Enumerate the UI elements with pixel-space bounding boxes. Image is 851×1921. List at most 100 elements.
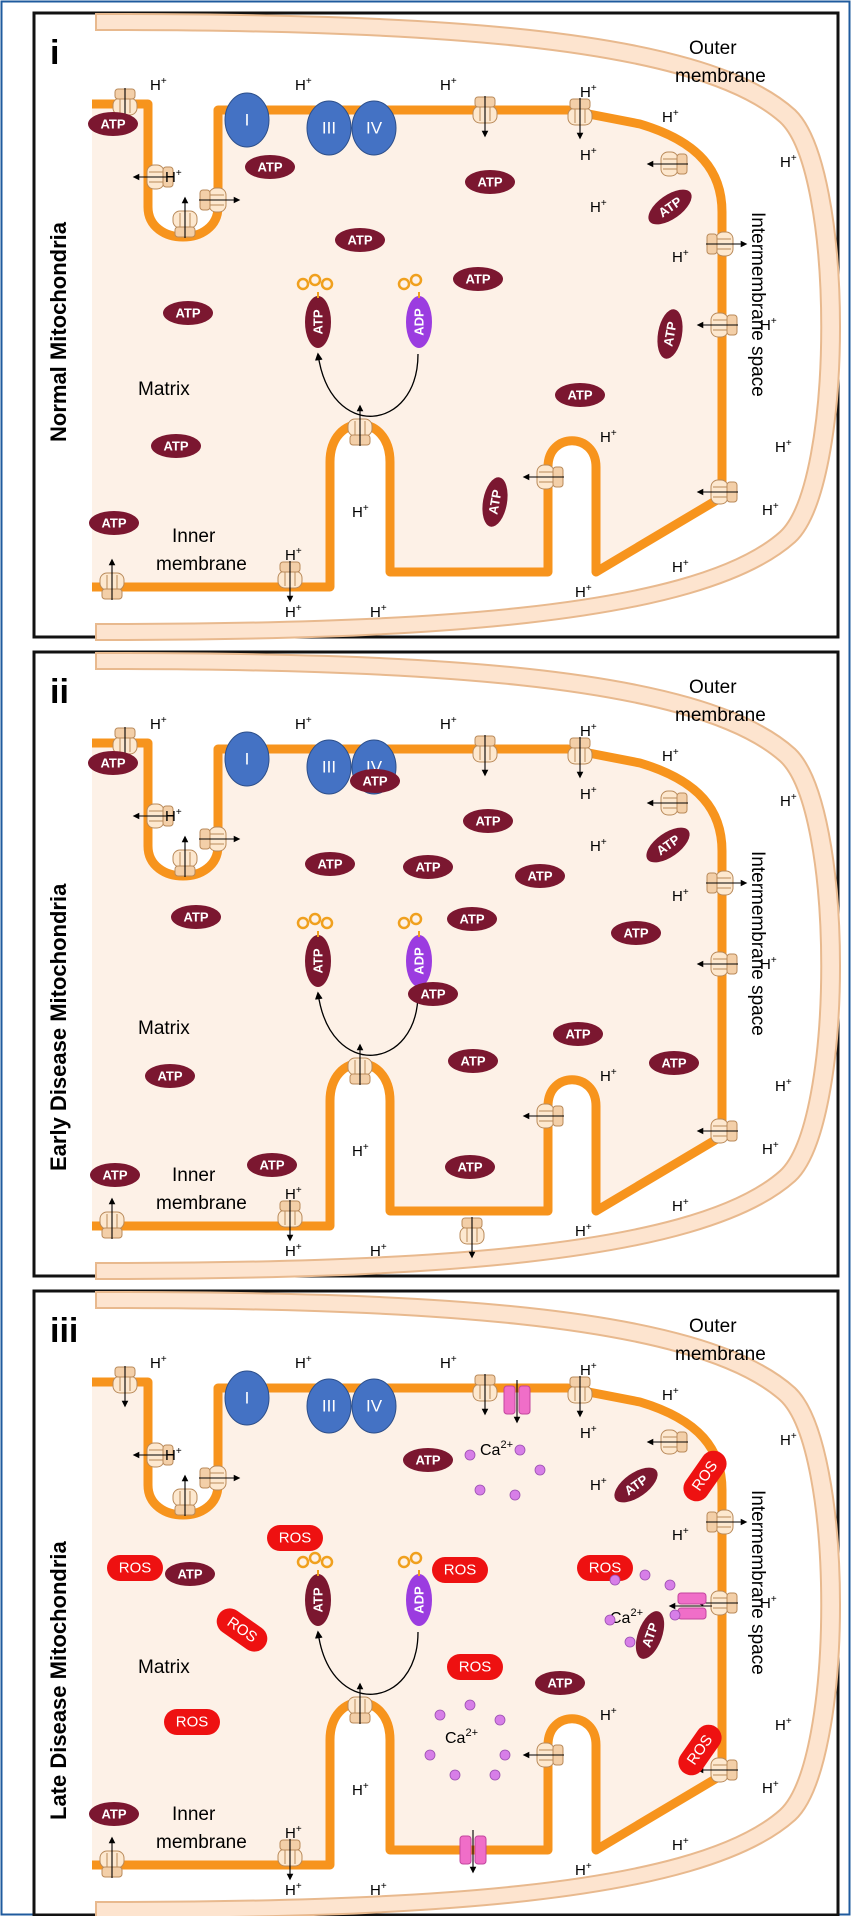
panel-numeral: i: [50, 34, 59, 72]
atp-label: ATP: [259, 1158, 284, 1173]
calcium-ion: [514, 1444, 526, 1456]
atp-molecule: ATP: [350, 769, 400, 793]
atp-molecule: ATP: [447, 907, 497, 931]
adp-vertical: ADP: [406, 1574, 432, 1626]
adp-label: ADP: [412, 1586, 427, 1614]
atp-ellipse: [245, 155, 295, 179]
proton-symbol: H: [370, 1882, 381, 1899]
atp-synthase: [696, 951, 738, 977]
atp-synthase: [172, 196, 198, 238]
proton-symbol: H: [285, 1186, 296, 1203]
proton-label: H+: [440, 715, 457, 733]
proton-symbol: H: [440, 77, 451, 94]
atp-label: ATP: [527, 869, 552, 884]
calcium-ion: [449, 1769, 461, 1781]
calcium-charge: 2+: [630, 1607, 643, 1619]
phosphate-group: [308, 1551, 322, 1565]
atp-ellipse: [447, 907, 497, 931]
proton-charge: +: [791, 153, 797, 164]
proton-label: H+: [760, 316, 777, 334]
proton-label: H+: [295, 715, 312, 733]
phosphate-group: [308, 912, 322, 926]
proton-symbol: H: [600, 429, 611, 446]
atp-synthase: [132, 803, 174, 829]
atp-label: ATP: [460, 1054, 485, 1069]
adp-ellipse: [406, 935, 432, 987]
adp-label: ADP: [412, 308, 427, 336]
complex-I-label: I: [245, 1389, 250, 1408]
atp-molecule: ATP: [535, 1671, 585, 1695]
calcium-ion: [509, 1489, 521, 1501]
proton-symbol: H: [780, 1432, 791, 1449]
ros-capsule: [216, 1608, 268, 1652]
proton-charge: +: [161, 1354, 167, 1365]
proton-charge: +: [786, 1077, 792, 1088]
atp-ellipse: [646, 827, 690, 863]
atp-label: ATP: [623, 926, 648, 941]
atp-molecule: ATP: [165, 1562, 215, 1586]
atp-molecule: ATP: [90, 1163, 140, 1187]
ros-label: ROS: [279, 1530, 312, 1547]
proton-label: H+: [780, 792, 797, 810]
matrix: [92, 104, 722, 587]
phosphate-group: [409, 1551, 423, 1565]
proton-symbol: H: [600, 1707, 611, 1724]
atp-label: ATP: [661, 1056, 686, 1071]
proton-symbol: H: [672, 1527, 683, 1544]
calcium-label: Ca2+: [610, 1607, 643, 1627]
proton-charge: +: [586, 1222, 592, 1233]
atp-synthase: [347, 404, 373, 446]
atp-molecule: ATP: [247, 1153, 297, 1177]
atp-synthase: [277, 1839, 303, 1881]
calcium-ion: [494, 1714, 506, 1726]
proton-charge: +: [601, 198, 607, 209]
complex-I-label: I: [245, 750, 250, 769]
proton-label: H+: [590, 198, 607, 216]
ros-label: ROS: [589, 1560, 622, 1577]
proton-charge: +: [601, 837, 607, 848]
atp-label: ATP: [347, 233, 372, 248]
outer-membrane-label: membrane: [675, 705, 766, 726]
ros-label: ROS: [176, 1714, 209, 1731]
proton-charge: +: [771, 316, 777, 327]
proton-charge: +: [791, 792, 797, 803]
complex-I: [224, 1370, 270, 1426]
channel-half: [677, 1607, 707, 1620]
proton-symbol: H: [760, 956, 771, 973]
atp-label: ATP: [565, 1027, 590, 1042]
proton-charge: +: [683, 1197, 689, 1208]
panel-numeral: ii: [50, 673, 69, 711]
proton-symbol: H: [150, 77, 161, 94]
panel-title: Late Disease Mitochondria: [46, 1540, 71, 1820]
matrix-label: Matrix: [138, 1018, 190, 1039]
outer-membrane-label: membrane: [675, 1344, 766, 1365]
atp-synthase: [112, 1366, 138, 1408]
proton-label: H+: [580, 722, 597, 740]
proton-charge: +: [773, 1779, 779, 1790]
atp-label: ATP: [459, 912, 484, 927]
atp-synthase: [99, 1836, 125, 1878]
ros-molecule: ROS: [164, 1709, 220, 1735]
proton-charge: +: [296, 1881, 302, 1892]
atp-label: ATP: [157, 1069, 182, 1084]
calcium-symbol: Ca: [480, 1442, 501, 1459]
ros-capsule: [267, 1525, 323, 1551]
proton-charge: +: [771, 1594, 777, 1605]
phosphate-group: [409, 912, 423, 926]
proton-charge: +: [161, 76, 167, 87]
atp-ellipse: [90, 1163, 140, 1187]
proton-symbol: H: [590, 1477, 601, 1494]
phosphate-group: [296, 1555, 310, 1569]
cycle-arrow: [314, 1630, 419, 1695]
calcium-symbol: Ca: [610, 1610, 631, 1627]
adp-label: ADP: [412, 947, 427, 975]
ros-capsule: [678, 1724, 722, 1776]
proton-charge: +: [601, 1476, 607, 1487]
cycle-arrow: [314, 991, 419, 1056]
proton-charge: +: [791, 1431, 797, 1442]
calcium-ion: [464, 1699, 476, 1711]
proton-symbol: H: [165, 1447, 176, 1464]
